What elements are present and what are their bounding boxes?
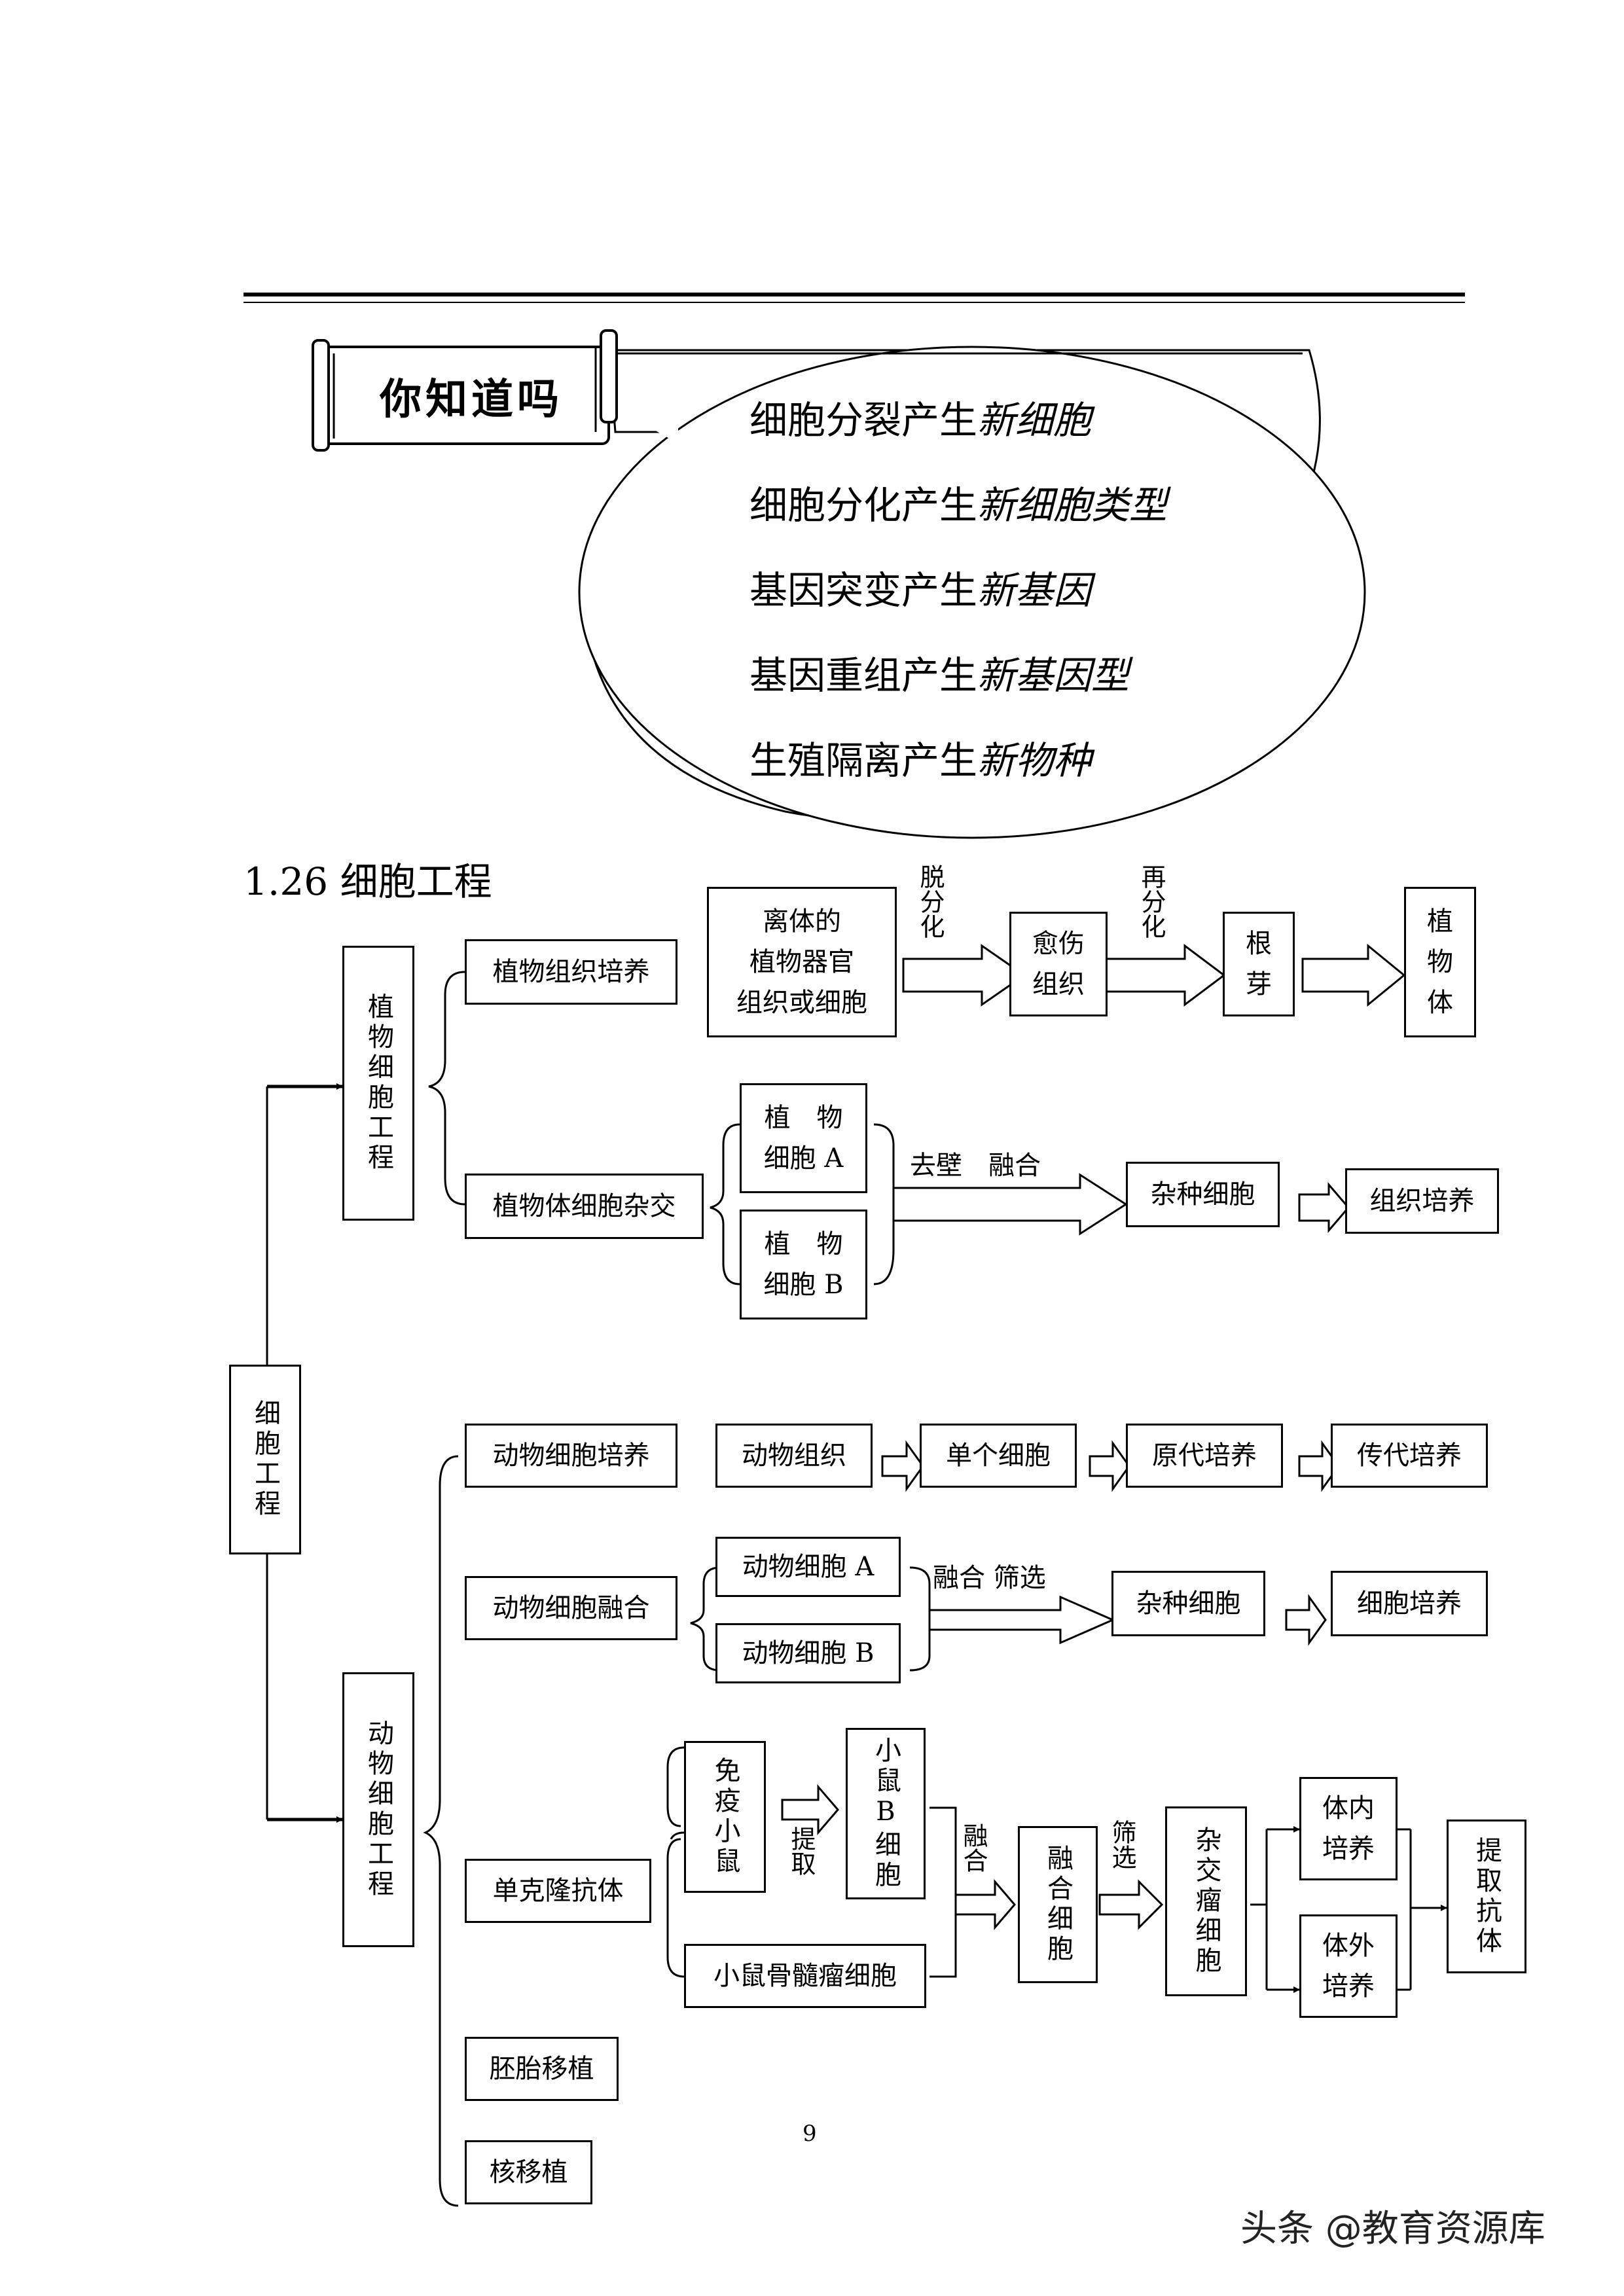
section-title: 1.26 细胞工程 — [244, 859, 492, 904]
nuclear-transfer: 核移植 — [465, 2140, 592, 2204]
mouse-b-cell: 小鼠B细胞 — [846, 1728, 926, 1899]
dedifferentiation-label: 脱分化 — [916, 864, 945, 939]
animal-hybrid-cell: 杂种细胞 — [1111, 1571, 1265, 1636]
plant-somatic-hybridization: 植物体细胞杂交 — [465, 1174, 704, 1239]
roots-buds: 根 芽 — [1223, 912, 1295, 1016]
immunized-mouse: 免疫小鼠 — [684, 1741, 766, 1893]
plant-body: 植 物 体 — [1404, 887, 1476, 1037]
embryo-transfer: 胚胎移植 — [465, 2037, 619, 2101]
single-cell: 单个细胞 — [920, 1424, 1077, 1488]
scroll-banner — [312, 329, 618, 452]
plant-tissue-culture: 植物组织培养 — [465, 939, 677, 1005]
callus: 愈伤 组织 — [1009, 912, 1108, 1016]
animal-cell-engineering: 动物细胞工程 — [342, 1672, 414, 1947]
plant-hybrid-cell: 杂种细胞 — [1126, 1162, 1280, 1227]
plant-tissue-culture-result: 组织培养 — [1345, 1168, 1499, 1234]
fact-line: 基因重组产生新基因型 — [749, 653, 1130, 698]
isolated-plant-organ: 离体的 植物器官 组织或细胞 — [707, 887, 897, 1037]
fact-line: 细胞分化产生新细胞类型 — [749, 483, 1168, 528]
header-badge: 你知道吗 — [380, 376, 563, 424]
mouse-myeloma-cell: 小鼠骨髓瘤细胞 — [684, 1944, 926, 2008]
plant-cell-engineering: 植物细胞工程 — [342, 946, 414, 1221]
redifferentiation-label: 再分化 — [1137, 864, 1166, 939]
extract-antibody: 提取抗体 — [1447, 1820, 1526, 1973]
page-number: 9 — [803, 2121, 817, 2147]
screen-label: 筛选 — [1108, 1820, 1136, 1869]
wall-removal-fusion-label: 去壁 融合 — [910, 1151, 1041, 1181]
animal-cell-fusion: 动物细胞融合 — [465, 1576, 677, 1640]
fused-cell: 融合细胞 — [1018, 1826, 1098, 1983]
animal-cell-b: 动物细胞 B — [715, 1623, 901, 1683]
speech-ellipse — [578, 346, 1366, 839]
bubble-tail — [612, 353, 785, 445]
root-cell-engineering: 细胞工程 — [229, 1365, 301, 1554]
plant-cell-b: 植 物 细胞 B — [740, 1210, 867, 1319]
plant-cell-a: 植 物 细胞 A — [740, 1083, 867, 1193]
fact-line: 细胞分裂产生新细胞 — [749, 398, 1092, 442]
in-vivo-culture: 体内 培养 — [1299, 1777, 1398, 1880]
fusion-screening-label: 融合 筛选 — [933, 1563, 1046, 1593]
fuse-label: 融合 — [959, 1823, 988, 1873]
subculture: 传代培养 — [1331, 1424, 1488, 1488]
in-vitro-culture: 体外 培养 — [1299, 1914, 1398, 2018]
cell-culture: 细胞培养 — [1331, 1571, 1488, 1636]
watermark: 头条 @教育资源库 — [1240, 2208, 1545, 2250]
animal-cell-a: 动物细胞 A — [715, 1537, 901, 1597]
fact-line: 基因突变产生新基因 — [749, 568, 1092, 613]
animal-tissue: 动物组织 — [715, 1424, 873, 1488]
hybridoma-cell: 杂交瘤细胞 — [1165, 1806, 1247, 1996]
monoclonal-antibody: 单克隆抗体 — [465, 1859, 651, 1923]
primary-culture: 原代培养 — [1126, 1424, 1283, 1488]
animal-cell-culture: 动物细胞培养 — [465, 1424, 677, 1488]
extract-label: 提取 — [787, 1826, 816, 1876]
fact-line: 生殖隔离产生新物种 — [749, 738, 1092, 783]
